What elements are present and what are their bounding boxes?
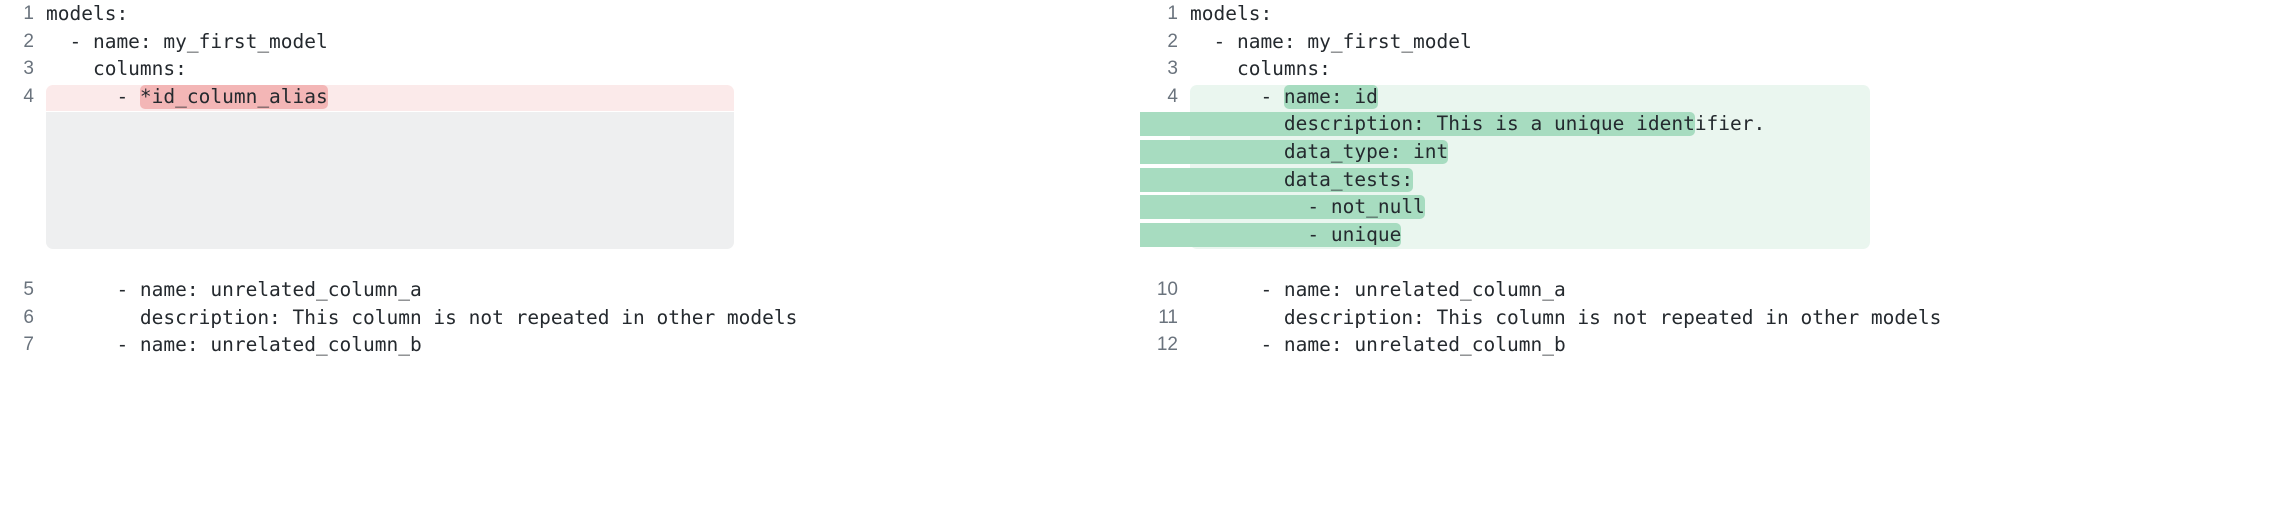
code-line-content[interactable] — [1190, 248, 2278, 276]
code-line-content[interactable]: columns: — [1190, 55, 2278, 83]
line-number: 4 — [1167, 85, 1178, 107]
diff-token-highlight — [1140, 195, 1425, 220]
code-text: description: This column is not repeated… — [46, 305, 798, 329]
code-line-content[interactable]: - name: id — [1190, 83, 2278, 111]
code-line: 3 columns: — [0, 55, 1139, 83]
code-text: data_tests: — [1190, 167, 1414, 191]
code-line-content[interactable]: description: This column is not repeated… — [1190, 304, 2278, 332]
code-line: 9 - unique — [1140, 221, 2278, 249]
line-number: 12 — [1156, 334, 1178, 356]
code-line: 7 - name: unrelated_column_b — [0, 331, 1139, 359]
code-text: - name: unrelated_column_a — [46, 277, 422, 301]
diff-block-green — [1190, 84, 1870, 250]
code-line-content[interactable]: - name: unrelated_column_b — [46, 331, 1139, 359]
code-line: 7 data_tests: — [1140, 166, 2278, 194]
code-line: 6 description: This column is not repeat… — [0, 304, 1139, 332]
code-line-content[interactable]: - *id_column_alias — [46, 83, 1139, 111]
code-line: 3 columns: — [1140, 55, 2278, 83]
code-line-content[interactable]: - name: my_first_model — [46, 28, 1139, 56]
code-line-content[interactable] — [46, 193, 1139, 221]
code-line-content[interactable]: - name: my_first_model — [1190, 28, 2278, 56]
diff-token-highlight — [139, 84, 328, 109]
line-number: 6 — [23, 306, 34, 328]
code-text: - name: my_first_model — [46, 29, 328, 53]
code-line-placeholder — [0, 110, 1139, 138]
diff-token-highlight — [1140, 139, 1449, 164]
code-text: models: — [1190, 2, 1273, 25]
code-line-placeholder — [0, 166, 1139, 194]
code-line-content[interactable]: - name: unrelated_column_a — [1190, 276, 2278, 304]
code-line-content[interactable]: data_type: int — [1140, 138, 2278, 166]
code-line: 10 - name: unrelated_column_a — [1140, 276, 2278, 304]
code-line: 8 - not_null — [1140, 193, 2278, 221]
code-text: - not_null — [1190, 195, 1425, 219]
code-line-content[interactable] — [46, 221, 1139, 249]
code-text: description: This column is not repeated… — [1190, 305, 1942, 329]
code-line-content[interactable]: models: — [46, 0, 1139, 28]
code-line-content[interactable]: models: — [1190, 0, 2278, 28]
code-text: - name: my_first_model — [1190, 29, 1472, 53]
code-line-content[interactable] — [46, 166, 1139, 194]
code-line: 4 - *id_column_alias — [0, 83, 1139, 111]
code-text: - name: id — [1190, 84, 1378, 108]
code-text: models: — [46, 2, 129, 25]
diff-block-grey — [46, 112, 734, 250]
code-line: 6 data_type: int — [1140, 138, 2278, 166]
code-line: 5 description: This is a unique identifi… — [1140, 110, 2278, 138]
code-line-content[interactable]: data_tests: — [1140, 166, 2278, 194]
code-line-placeholder — [0, 221, 1139, 249]
line-number: 4 — [23, 85, 34, 107]
diff-token-highlight — [1140, 112, 1695, 137]
line-number: 1 — [23, 3, 34, 24]
code-line-content[interactable] — [46, 110, 1139, 138]
code-line-content[interactable]: description: This is a unique identifier… — [1140, 110, 2278, 138]
line-number: 1 — [1167, 3, 1178, 24]
line-number: 10 — [1156, 278, 1178, 300]
code-line-placeholder — [0, 138, 1139, 166]
line-number: 3 — [1167, 58, 1178, 80]
line-number: 5 — [23, 278, 34, 300]
code-line-content[interactable]: - unique — [1140, 221, 2278, 249]
code-text: columns: — [1190, 57, 1331, 81]
code-line-content[interactable] — [46, 248, 1139, 276]
code-line-content[interactable]: columns: — [46, 55, 1139, 83]
code-line-placeholder — [0, 248, 1139, 276]
line-number: 2 — [1167, 30, 1178, 52]
diff-token-highlight — [1283, 84, 1378, 109]
code-line-placeholder — [1140, 248, 2278, 276]
code-line: 5 - name: unrelated_column_a — [0, 276, 1139, 304]
code-text: description: This is a unique identifier… — [1190, 112, 1766, 136]
code-line: 1 models: — [0, 0, 1139, 28]
code-line: 11 description: This column is not repea… — [1140, 304, 2278, 332]
line-number: 2 — [23, 30, 34, 52]
code-text: - name: unrelated_column_b — [1190, 333, 1566, 357]
code-line: 4 - name: id — [1140, 83, 2278, 111]
diff-token-highlight — [1140, 222, 1402, 247]
code-line: 12 - name: unrelated_column_b — [1140, 331, 2278, 359]
code-text: columns: — [46, 57, 187, 81]
code-text: - name: unrelated_column_a — [1190, 277, 1566, 301]
code-line: 1 models: — [1140, 0, 2278, 28]
code-line: 2 - name: my_first_model — [1140, 28, 2278, 56]
code-line-content[interactable]: - name: unrelated_column_a — [46, 276, 1139, 304]
code-line-content[interactable]: - not_null — [1140, 193, 2278, 221]
code-text: - *id_column_alias — [46, 84, 328, 108]
code-text: data_type: int — [1190, 139, 1449, 163]
code-text: - name: unrelated_column_b — [46, 333, 422, 357]
code-text: - unique — [1190, 222, 1402, 246]
line-number: 3 — [23, 58, 34, 80]
code-line-content[interactable] — [46, 138, 1139, 166]
code-line-content[interactable]: - name: unrelated_column_b — [1190, 331, 2278, 359]
code-line-placeholder — [0, 193, 1139, 221]
code-line: 2 - name: my_first_model — [0, 28, 1139, 56]
line-number: 11 — [1158, 306, 1178, 328]
code-line-content[interactable]: description: This column is not repeated… — [46, 304, 1139, 332]
diff-token-highlight — [1140, 167, 1414, 192]
line-number: 7 — [23, 334, 34, 356]
